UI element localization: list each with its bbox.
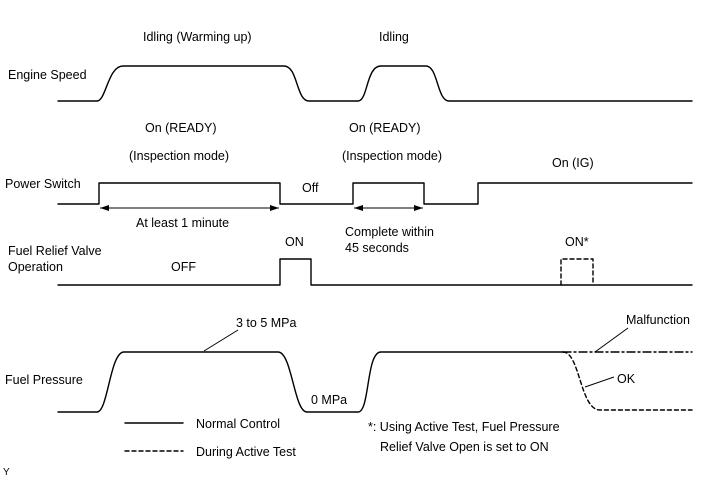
fuel-relief-on-star-label: ON*	[565, 235, 589, 249]
legend: Normal Control During Active Test	[124, 417, 296, 459]
ok-label: OK	[617, 372, 636, 386]
power-switch-label: Power Switch	[5, 177, 81, 191]
on-ready-label-2: On (READY)	[349, 121, 421, 135]
fuel-pressure-ok-line	[562, 351, 693, 411]
at-least-1-minute-arrow	[100, 205, 279, 211]
fuel-relief-active-test-pulse	[560, 258, 594, 286]
legend-normal-label: Normal Control	[196, 417, 280, 431]
inspection-mode-label-1: (Inspection mode)	[129, 149, 229, 163]
zero-mpa-label: 0 MPa	[311, 393, 347, 407]
legend-active-label: During Active Test	[196, 445, 296, 459]
fuel-pressure-label: Fuel Pressure	[5, 373, 83, 387]
idling-warming-up-label: Idling (Warming up)	[143, 30, 252, 44]
note-line1: *: Using Active Test, Fuel Pressure	[368, 420, 560, 434]
fuel-relief-signal	[57, 258, 693, 286]
note-line2: Relief Valve Open is set to ON	[380, 440, 549, 454]
complete-within-label-line1: Complete within	[345, 225, 434, 239]
mpa-range-leader	[203, 329, 239, 352]
malfunction-leader	[594, 327, 629, 353]
off-label: Off	[302, 181, 319, 195]
malfunction-label: Malfunction	[626, 313, 690, 327]
fuel-pressure-signal	[57, 351, 564, 413]
on-ig-label: On (IG)	[552, 156, 594, 170]
mpa-range-label: 3 to 5 MPa	[236, 316, 296, 330]
power-switch-signal	[57, 182, 693, 205]
inspection-mode-label-2: (Inspection mode)	[342, 149, 442, 163]
on-ready-label-1: On (READY)	[145, 121, 217, 135]
at-least-1-minute-label: At least 1 minute	[136, 216, 229, 230]
complete-within-arrow	[354, 205, 423, 211]
engine-speed-signal	[57, 65, 693, 102]
fuel-relief-off-label: OFF	[171, 260, 196, 274]
fuel-relief-label-line1: Fuel Relief Valve	[8, 244, 102, 258]
corner-mark: Y	[3, 467, 10, 478]
idling-label: Idling	[379, 30, 409, 44]
fuel-relief-label-line2: Operation	[8, 260, 63, 274]
complete-within-label-line2: 45 seconds	[345, 241, 409, 255]
engine-speed-label: Engine Speed	[8, 68, 87, 82]
fuel-relief-on-label: ON	[285, 235, 304, 249]
ok-leader	[584, 376, 615, 388]
